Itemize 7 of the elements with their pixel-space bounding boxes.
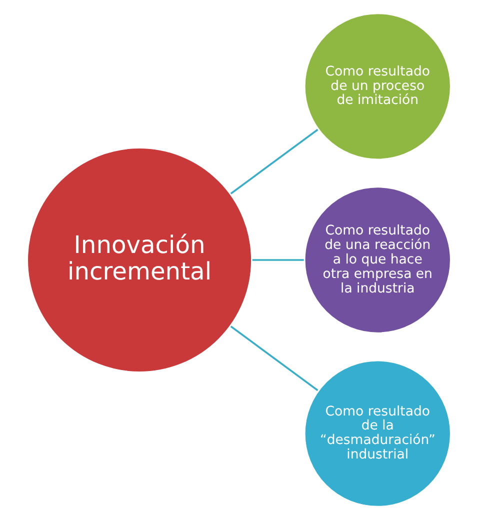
node-circle: Como resultado de una reacción a lo que hace otra empresa en la industria <box>302 185 452 335</box>
connector <box>230 128 318 194</box>
node-circle: Como resultado de un proceso de imitación <box>302 12 452 162</box>
node-circle: Innovación incremental <box>25 146 253 374</box>
node-circle: Como resultado de la “desmaduración” industrial <box>302 358 452 508</box>
connector <box>252 259 304 261</box>
connector <box>230 326 318 392</box>
